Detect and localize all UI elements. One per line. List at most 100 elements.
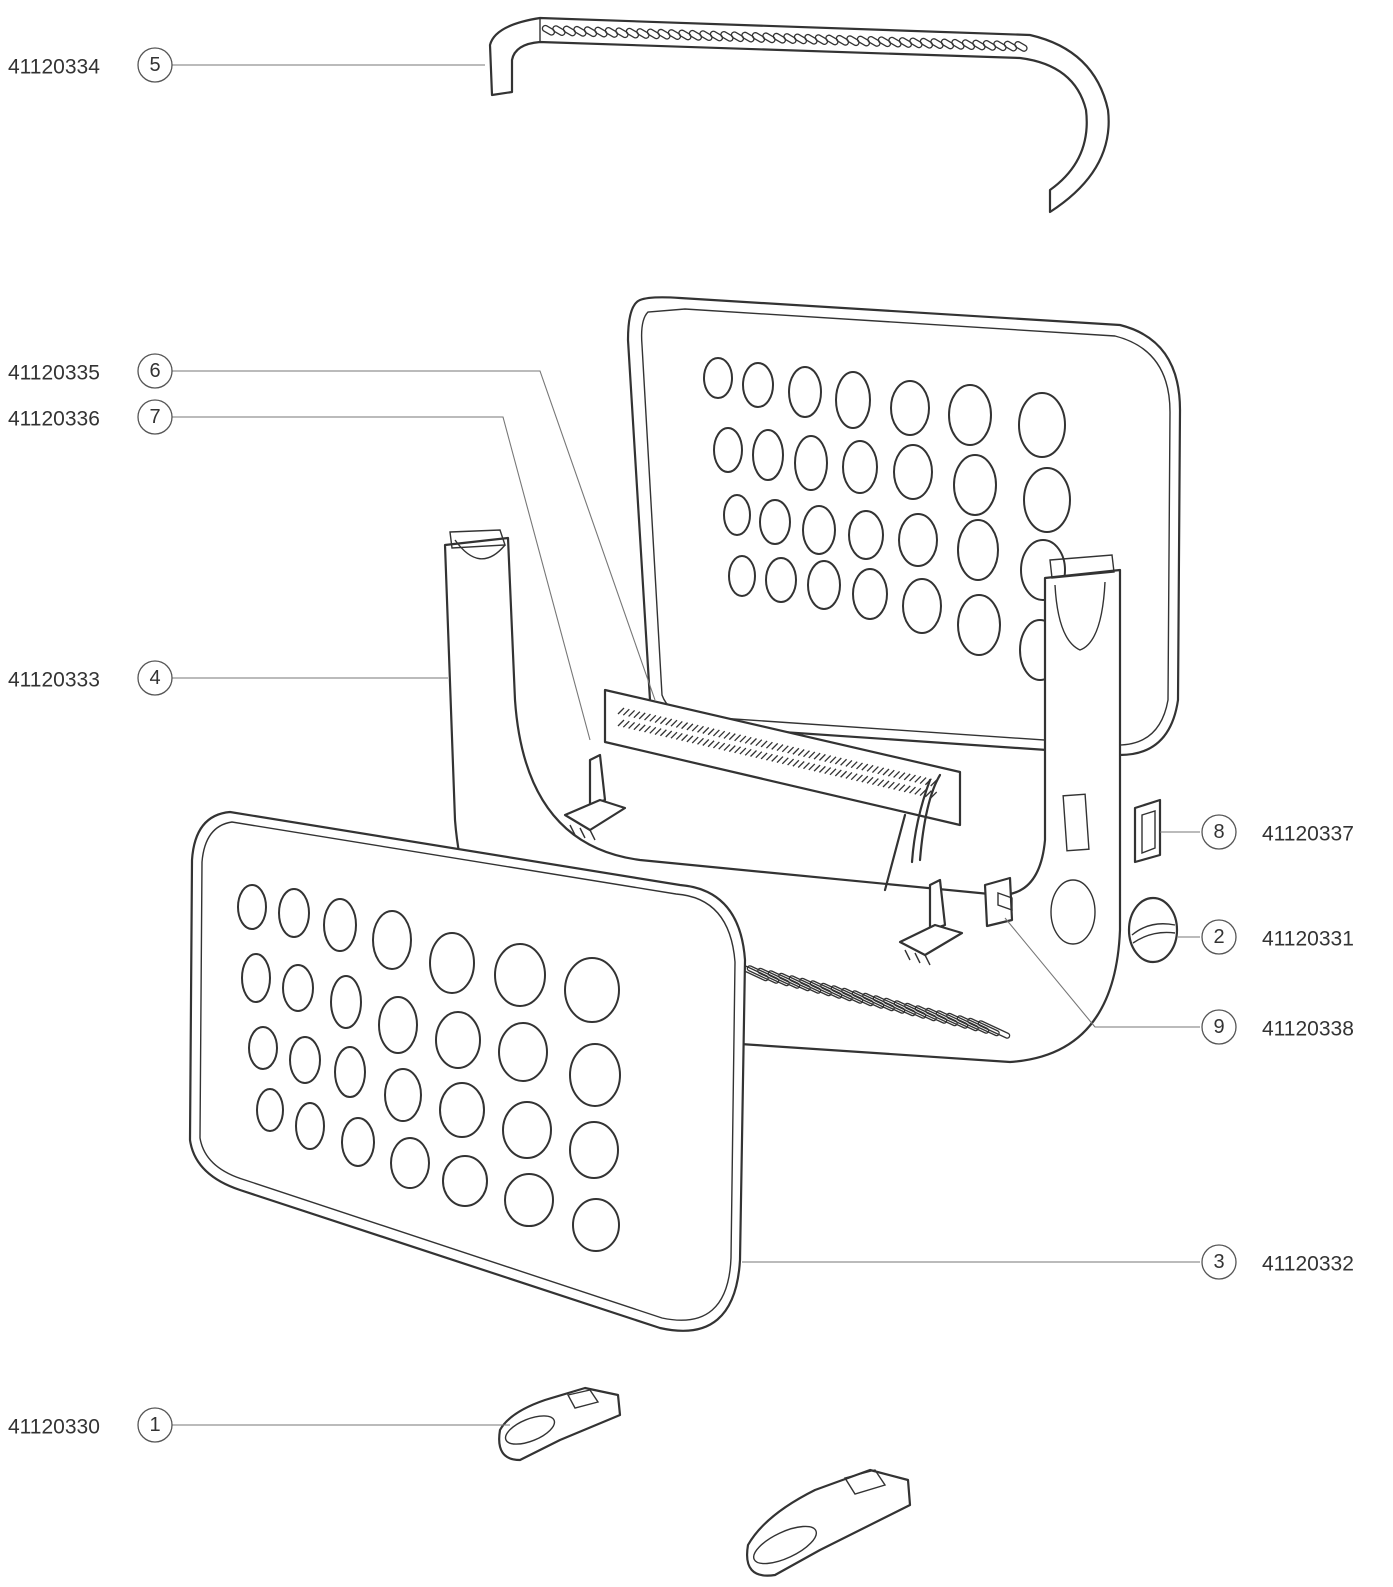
heater-slot: [887, 781, 895, 789]
heater-slot: [792, 747, 800, 755]
vent-slot: [594, 26, 608, 38]
grille-hole: [890, 380, 930, 436]
vent-slot: [919, 37, 934, 49]
vent-slot: [751, 32, 766, 43]
heater-slot: [665, 718, 673, 726]
grille-hole: [807, 560, 841, 610]
heater-slot: [697, 737, 704, 745]
grille-hole: [713, 427, 743, 473]
heater-slot: [887, 769, 895, 777]
vent-slot: [804, 33, 818, 45]
heater-slot: [765, 741, 773, 749]
vent-slot: [720, 30, 734, 42]
heater-slot: [691, 736, 699, 744]
heater-slot: [628, 721, 636, 729]
callout-bubble: [137, 660, 173, 696]
heater-slot: [898, 772, 906, 780]
callout-9: 9 41120338: [1201, 1009, 1354, 1045]
control-knob-part: [1127, 896, 1179, 964]
grille-hole: [282, 964, 314, 1012]
grille-hole: [256, 1088, 284, 1132]
grille-hole: [852, 568, 888, 620]
callout-8: 8 41120337: [1201, 814, 1354, 850]
vent-slot: [583, 26, 598, 38]
callout-number: 8: [1213, 821, 1224, 843]
callout-number: 9: [1213, 1016, 1224, 1038]
heater-slot: [818, 765, 826, 773]
vent-slot: [825, 34, 839, 46]
heater-slot: [665, 730, 673, 738]
heater-slot: [877, 767, 885, 775]
callout-6: 41120335 6: [8, 353, 173, 389]
heater-slot: [898, 784, 906, 792]
heater-slot: [649, 714, 657, 722]
heater-slot: [644, 713, 651, 721]
grille-hole: [842, 440, 878, 494]
vent-slot: [573, 25, 587, 37]
grille-hole: [504, 1173, 554, 1227]
heater-slot: [728, 733, 736, 741]
heater-slot: [755, 751, 763, 759]
heater-slot: [670, 731, 678, 739]
callout-number: 7: [149, 406, 160, 428]
vent-slot: [604, 27, 619, 38]
heater-slot: [919, 789, 927, 796]
grille-hole: [384, 1068, 422, 1122]
heater-slot: [723, 731, 731, 739]
heater-slot: [797, 749, 805, 756]
callout-number: 3: [1213, 1251, 1224, 1273]
heater-slot: [813, 752, 821, 760]
vent-slot: [856, 35, 871, 47]
vent-slot: [762, 32, 776, 44]
callout-1: 41120330 1: [8, 1407, 173, 1443]
part-code: 41120337: [1262, 823, 1354, 846]
grille-hole: [390, 1137, 430, 1189]
callout-bubble: [1201, 919, 1237, 955]
heater-slot: [924, 790, 932, 798]
grille-hole: [794, 435, 828, 491]
vent-slot: [541, 24, 556, 36]
heater-slot: [909, 774, 916, 782]
heater-slot: [675, 732, 683, 740]
heater-slot: [914, 787, 922, 795]
heater-slot: [622, 708, 630, 716]
heater-slot: [903, 773, 911, 781]
heater-slot: [771, 742, 779, 750]
part-code: 41120338: [1262, 1018, 1354, 1041]
part-code: 41120334: [8, 56, 100, 79]
grille-hole: [241, 953, 271, 1003]
heater-slot: [718, 742, 726, 750]
heater-slot: [861, 763, 869, 771]
heater-slot: [882, 780, 890, 788]
heater-slot: [617, 707, 625, 715]
callout-number: 2: [1213, 926, 1224, 948]
heater-slot: [866, 776, 874, 784]
grille-hole: [742, 362, 774, 408]
thermostat-part: [983, 876, 1014, 928]
heater-slot: [781, 757, 789, 765]
vent-slot: [741, 31, 755, 43]
vent-slot: [552, 25, 566, 37]
heater-slot: [633, 711, 641, 719]
heater-slot: [734, 734, 742, 742]
callout-bubble: [137, 47, 173, 83]
grille-hole: [502, 1101, 552, 1159]
vent-slot: [898, 37, 913, 48]
heater-slot: [739, 747, 747, 755]
vent-slot: [993, 40, 1007, 52]
callout-5: 41120334 5: [8, 47, 173, 83]
vent-slot: [961, 39, 976, 51]
grille-hole: [848, 510, 884, 560]
vent-slot: [783, 33, 797, 44]
grille-hole: [948, 384, 992, 446]
grille-hole: [953, 454, 997, 516]
callout-number: 5: [149, 54, 160, 76]
grille-hole: [334, 1046, 366, 1098]
heater-slot: [914, 775, 922, 783]
grille-hole: [1018, 392, 1066, 458]
grille-hole: [957, 519, 999, 581]
heater-slot: [845, 772, 853, 779]
front-panel-part: [188, 810, 747, 1332]
heater-slot: [649, 726, 657, 734]
